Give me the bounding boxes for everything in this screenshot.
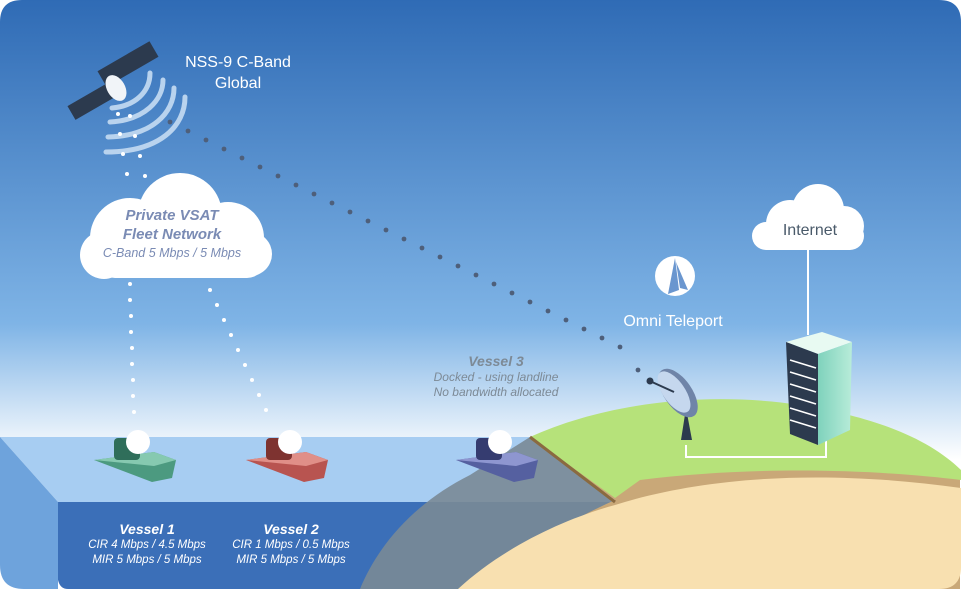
vessel-3-status-line1: Docked - using landline (433, 370, 559, 384)
vessel-2-name: Vessel 2 (263, 521, 319, 537)
vessel-3-label: Vessel 3 Docked - using landline No band… (416, 352, 576, 400)
land-sand (458, 477, 961, 589)
sea-side (0, 437, 58, 589)
satellite-icon (67, 41, 188, 155)
satellite-label: NSS-9 C-Band Global (160, 52, 316, 94)
teleport-label: Omni Teleport (623, 313, 723, 330)
vessel-link-dots (128, 282, 268, 414)
vessel-1-label: Vessel 1 CIR 4 Mbps / 4.5 Mbps MIR 5 Mbp… (72, 520, 222, 568)
network-bandwidth: C-Band 5 Mbps / 5 Mbps (102, 246, 242, 260)
teleport-connection-line (685, 440, 827, 458)
vessel-1-boat-icon (94, 430, 176, 482)
teleport-link-dots (167, 119, 641, 373)
vessel-2-label: Vessel 2 CIR 1 Mbps / 0.5 Mbps MIR 5 Mbp… (216, 520, 366, 568)
network-title-line2: Fleet Network (122, 226, 222, 243)
vessel-2-cir: CIR 1 Mbps / 0.5 Mbps (232, 539, 350, 551)
vessel-2-mir: MIR 5 Mbps / 5 Mbps (236, 554, 346, 566)
satellite-link-dots (116, 112, 147, 178)
fleet-network-label: Private VSAT Fleet Network C-Band 5 Mbps… (82, 206, 262, 262)
land-grass (530, 399, 961, 498)
omni-logo-icon (655, 256, 695, 296)
vessel-3-boat-icon (456, 430, 538, 482)
vessel-3-status-line2: No bandwidth allocated (433, 385, 559, 399)
network-title-line1: Private VSAT (125, 207, 219, 224)
internet-label: Internet (782, 222, 838, 239)
fleet-network-cloud (80, 173, 272, 279)
vessel-1-name: Vessel 1 (119, 521, 175, 537)
satellite-dish-icon (646, 368, 698, 440)
shore-line (529, 435, 616, 504)
vessel-1-cir: CIR 4 Mbps / 4.5 Mbps (88, 539, 206, 551)
vessel-3-name: Vessel 3 (468, 353, 524, 369)
data-center-building (786, 332, 852, 445)
satellite-coverage: Global (214, 75, 262, 92)
satellite-name: NSS-9 C-Band (185, 54, 291, 71)
vessel-1-mir: MIR 5 Mbps / 5 Mbps (92, 554, 202, 566)
cloud-icon (752, 184, 864, 250)
vessel-2-boat-icon (246, 430, 328, 482)
